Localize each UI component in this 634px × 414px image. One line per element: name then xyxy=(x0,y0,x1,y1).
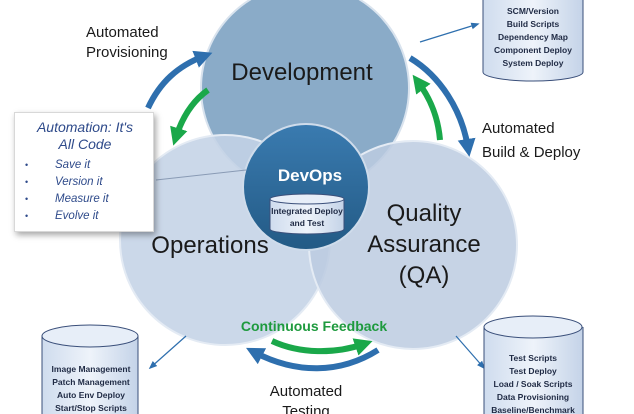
provisioning-label-line1: Automated xyxy=(86,24,159,41)
devops-title: DevOps xyxy=(278,166,342,185)
build-green-arrow xyxy=(412,74,443,141)
provisioning-label-line2: Provisioning xyxy=(86,44,168,61)
note-title-line2: All Code xyxy=(58,136,112,152)
qa-item: Test Deploy xyxy=(509,366,557,376)
bullet-icon: • xyxy=(25,194,29,204)
feedback-green-arrow xyxy=(270,338,373,356)
note-item: •Evolve it xyxy=(25,208,145,225)
connector-top-right xyxy=(419,22,480,43)
continuous-feedback-label: Continuous Feedback xyxy=(241,318,387,334)
qa-label-line2: Assurance xyxy=(367,231,480,258)
note-title: Automation: It's All Code xyxy=(25,119,145,153)
qa-item: Load / Soak Scripts xyxy=(494,379,573,389)
connector-bottom-left xyxy=(148,335,187,370)
bullet-icon: • xyxy=(25,160,29,170)
testing-label-line2: Testing xyxy=(282,403,330,414)
ops-cylinder: Image Management Patch Management Auto E… xyxy=(41,324,139,414)
qa-item: Test Scripts xyxy=(509,353,557,363)
ops-item: Patch Management xyxy=(52,377,130,387)
build-blue-arrow xyxy=(408,55,476,157)
scm-item: SCM/Version xyxy=(507,6,559,16)
provisioning-blue-arrow xyxy=(145,50,213,110)
testing-blue-arrow xyxy=(246,347,380,372)
testing-label-line1: Automated xyxy=(270,383,343,400)
scm-item: Component Deploy xyxy=(494,45,572,55)
note-item: •Save it xyxy=(25,157,145,174)
qa-item: Data Provisioning xyxy=(497,392,569,402)
integrated-deploy-line1: Integrated Deploy xyxy=(271,206,343,216)
scm-item: Build Scripts xyxy=(507,19,560,29)
qa-label-line1: Quality xyxy=(387,200,462,227)
ops-item: Auto Env Deploy xyxy=(57,390,125,400)
build-label-line1: Automated xyxy=(482,120,555,137)
qa-cylinder: Test Scripts Test Deploy Load / Soak Scr… xyxy=(483,315,584,414)
scm-item: Dependency Map xyxy=(498,32,568,42)
scm-cylinder: SCM/Version Build Scripts Dependency Map… xyxy=(482,0,584,82)
note-item: •Measure it xyxy=(25,191,145,208)
integrated-deploy-cylinder: Integrated Deploy and Test xyxy=(269,193,345,235)
connector-note xyxy=(155,169,247,181)
bullet-icon: • xyxy=(25,211,29,221)
operations-label: Operations xyxy=(151,232,268,259)
qa-item: Baseline/Benchmark xyxy=(491,405,575,414)
connector-bottom-right xyxy=(455,335,486,370)
note-item: •Version it xyxy=(25,174,145,191)
note-list: •Save it •Version it •Measure it •Evolve… xyxy=(25,157,145,225)
scm-item: System Deploy xyxy=(503,58,564,68)
provisioning-green-arrow xyxy=(170,87,210,146)
bullet-icon: • xyxy=(25,177,29,187)
integrated-deploy-line2: and Test xyxy=(290,218,324,228)
development-label: Development xyxy=(231,59,373,86)
qa-label-line3: (QA) xyxy=(399,262,450,289)
ops-item: Image Management xyxy=(52,364,131,374)
automation-note: Automation: It's All Code •Save it •Vers… xyxy=(14,112,154,232)
build-label-line2: Build & Deploy xyxy=(482,144,581,161)
ops-item: Start/Stop Scripts xyxy=(55,403,127,413)
note-title-line1: Automation: It's xyxy=(36,119,134,135)
